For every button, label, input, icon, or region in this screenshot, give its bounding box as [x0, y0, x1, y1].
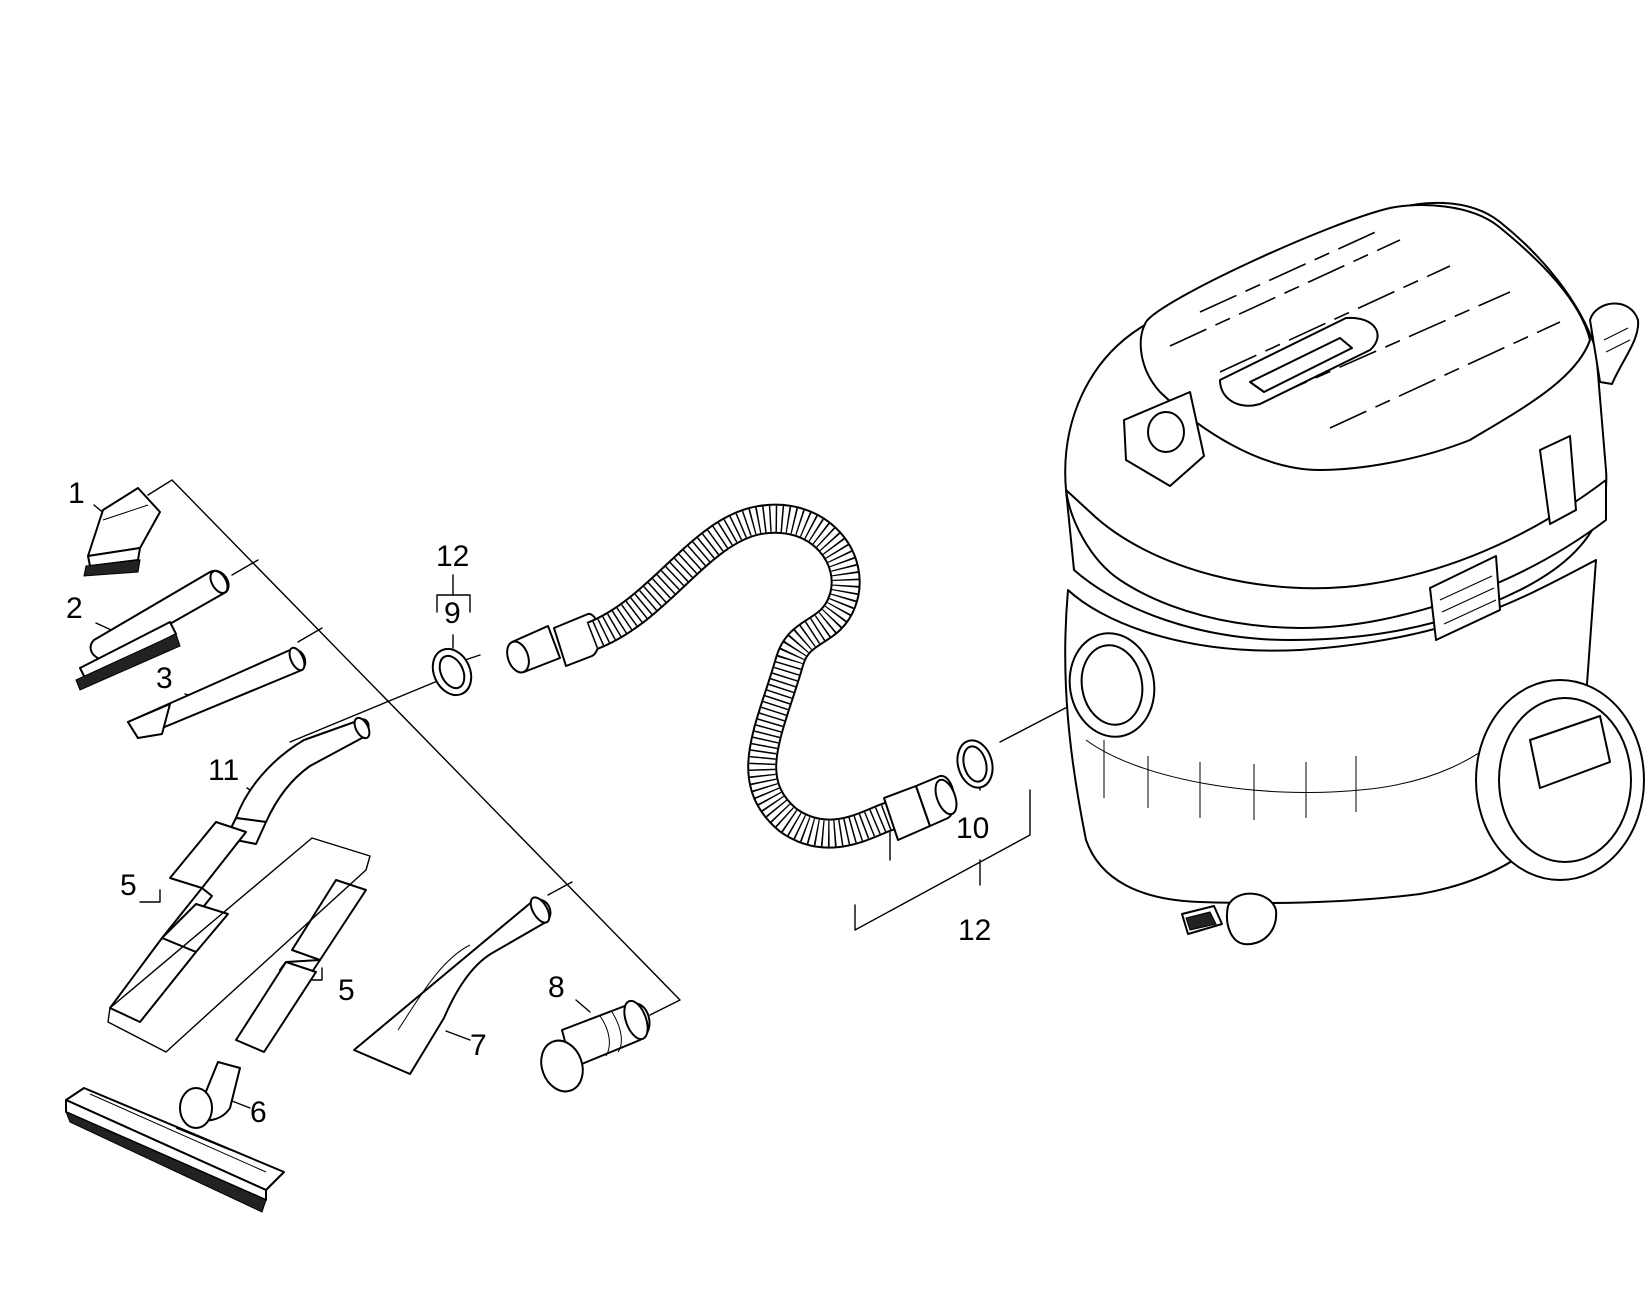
label-5-left: 5	[120, 869, 137, 902]
label-5-right: 5	[338, 974, 355, 1007]
label-8: 8	[548, 971, 565, 1004]
label-2: 2	[66, 592, 83, 625]
extension-tubes-right	[235, 879, 367, 1053]
crevice-nozzle	[127, 646, 307, 739]
vacuum-cleaner-body	[1064, 201, 1645, 946]
upholstery-nozzle	[83, 487, 161, 577]
label-6: 6	[250, 1096, 267, 1129]
label-11: 11	[208, 754, 239, 787]
label-10: 10	[956, 812, 989, 845]
suction-brush	[75, 569, 230, 691]
tube-brackets	[107, 837, 371, 1053]
label-12-bottom: 12	[958, 914, 991, 947]
label-1: 1	[68, 477, 85, 510]
label-7: 7	[470, 1029, 487, 1062]
adapter	[540, 999, 651, 1093]
hose-clip	[431, 647, 473, 697]
part-number-labels: 1 2 3 11 5 5 6 7 8 12 9 10 12	[66, 477, 991, 1129]
suction-hose	[506, 503, 958, 849]
seal-ring	[956, 739, 994, 789]
label-3: 3	[156, 662, 173, 695]
label-12-top: 12	[436, 540, 469, 573]
handle-elbow	[225, 716, 371, 845]
floor-nozzle	[65, 1061, 285, 1213]
wide-nozzle	[353, 896, 552, 1075]
extension-tubes-left	[109, 821, 247, 1023]
label-9: 9	[444, 597, 461, 630]
